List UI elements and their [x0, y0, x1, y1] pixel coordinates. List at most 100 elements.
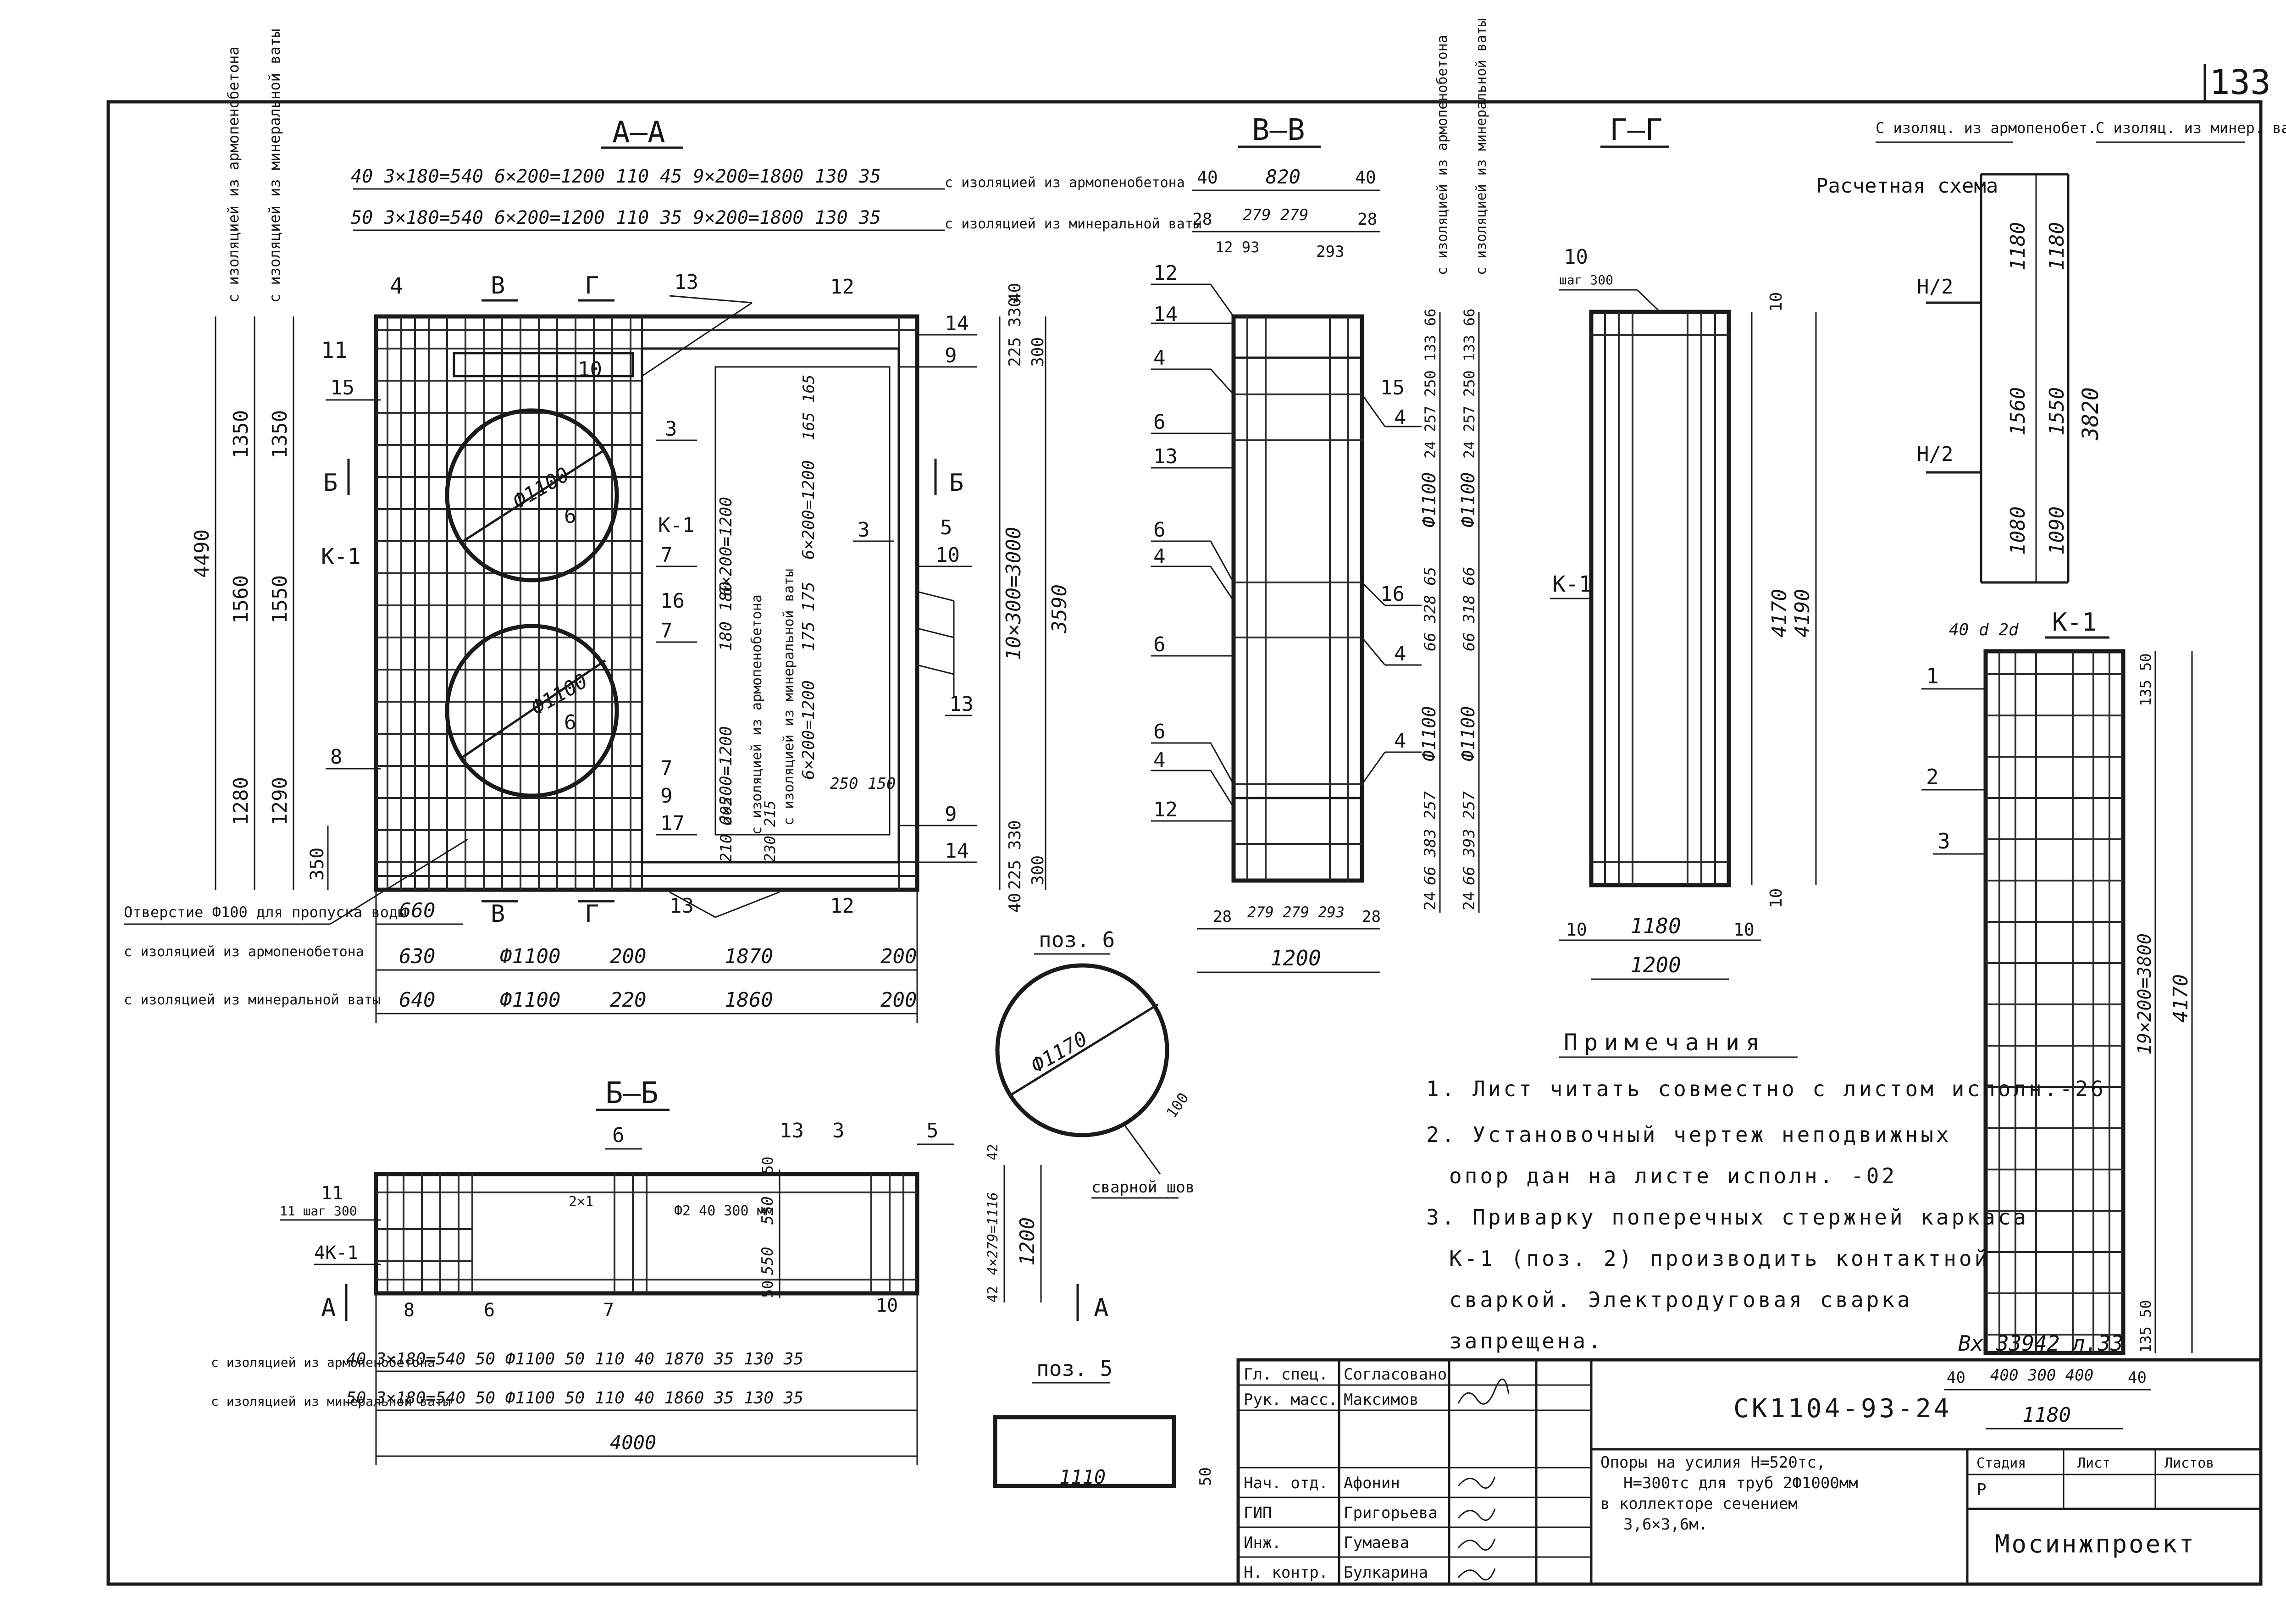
aa-bottom-row2-4: 200	[880, 988, 917, 1012]
aa-top-dim-row1: 40 3×180=540 6×200=1200 110 45 9×200=180…	[351, 166, 881, 187]
bb-int-50a: 50	[759, 1156, 776, 1174]
aa-pos-13-top: 13	[674, 271, 698, 294]
poz6-dia: Ф1170	[1027, 1027, 1091, 1077]
vv-right-dim-b2: Ф1100	[1458, 472, 1479, 527]
gg-rebars	[1591, 312, 1729, 885]
aa-bottom-insul-miner: с изоляцией из минеральной ваты	[124, 992, 381, 1008]
vv-right-dim-a1: 24 257 250 133 66	[1422, 308, 1439, 459]
bb-total: 4000	[610, 1431, 656, 1454]
tb-sheet-header: Лист	[2077, 1455, 2110, 1471]
vv-right-dim-a4: Ф1100	[1419, 706, 1440, 761]
aa-right-dim-300a: 300	[1029, 337, 1047, 367]
aa-pos-5: 5	[940, 516, 952, 539]
notes-title: Примечания	[1564, 1029, 1766, 1056]
aa-bottom-660: 660	[399, 899, 435, 922]
vv-top-12-93: 12 93	[1215, 238, 1259, 256]
section-bb-title: Б–Б	[605, 1076, 659, 1110]
scheme-load-2: Н/2	[1917, 443, 1953, 466]
tb-role-5: Н. контр.	[1244, 1563, 1328, 1582]
k1-top-dims: 40 d 2d	[1949, 621, 2019, 639]
bb-pos-7: 7	[603, 1300, 614, 1321]
scheme-v2-1: 1550	[2045, 387, 2069, 436]
aa-pos-3: 3	[665, 417, 677, 441]
aa-bottom-row2-1: Ф1100	[500, 988, 560, 1012]
aa-internal-9: 230 215	[761, 800, 779, 862]
tb-name-2: Афонин	[1344, 1474, 1400, 1492]
vv-pos-13: 13	[1153, 445, 1178, 468]
aa-pos-9-low: 9	[660, 784, 673, 808]
scheme-v1-0: 1180	[2006, 222, 2030, 271]
aa-plate-outline	[374, 314, 919, 892]
vv-pos-12a: 12	[1153, 261, 1178, 285]
poz5-h: 50	[1196, 1467, 1215, 1486]
tb-name-3: Григорьева	[1344, 1504, 1438, 1522]
aa-inner-insul-armo: с изоляцией из армопенобетона	[749, 594, 765, 835]
aa-internal-7: 6×200=1200	[799, 680, 818, 780]
gg-k1-marker: К-1	[1552, 571, 1592, 597]
aa-pos-14-right: 14	[945, 839, 969, 863]
vv-right-dim-a2: Ф1100	[1419, 472, 1440, 527]
aa-cut-b-left: Б	[323, 469, 338, 497]
gg-bottom-10b: 10	[1733, 920, 1755, 940]
gg-10-bottom: 10	[1767, 888, 1786, 908]
tb-role-1: Рук. масс.	[1244, 1391, 1338, 1409]
bb-int-4x279: 4×279=1116	[985, 1192, 1001, 1275]
k1-cage	[1983, 649, 2125, 1355]
aa-right-dim-225-330a: 225 330	[1006, 297, 1024, 367]
poz6-title: поз. 6	[1039, 927, 1115, 952]
tb-stage: Р	[1976, 1480, 1987, 1499]
bb-pos-8: 8	[404, 1300, 415, 1321]
aa-left-dim-4490: 4490	[190, 529, 214, 578]
aa-k1-marker: К-1	[321, 544, 361, 570]
aa-internal-3: 6×200=1200	[717, 726, 736, 826]
k1-bottom-mid: 400 300 400	[1990, 1366, 2093, 1385]
aa-cut-v: В	[491, 272, 505, 299]
aa-pos-8: 8	[330, 745, 343, 769]
gg-bottom-1180: 1180	[1630, 914, 1681, 938]
aa-bottom-row1-4: 200	[880, 945, 917, 968]
bb-row1: 40 3×180=540 50 Ф1100 50 110 40 1870 35 …	[346, 1350, 803, 1369]
aa-right-dim-10x300: 10×300=3000	[1002, 527, 1025, 660]
bb-int-550a: 550	[758, 1197, 777, 1225]
gg-10-top: 10	[1767, 292, 1786, 312]
aa-pos-10-right: 10	[935, 543, 960, 567]
section-vv-title: В–В	[1252, 113, 1305, 147]
poz5-len: 1110	[1059, 1466, 1106, 1488]
vv-bottom-28b: 28	[1362, 908, 1381, 926]
aa-inner-opening-frame	[641, 347, 900, 864]
aa-pos-11: 11	[321, 338, 348, 363]
vv-bottom-block	[1232, 797, 1363, 882]
vv-pos-4-r3: 4	[1394, 729, 1406, 753]
bb-pos-10: 10	[876, 1295, 898, 1316]
note-1: 1. Лист читать совместно с листом исполн…	[1426, 1076, 2106, 1101]
vv-pos-4c: 4	[1153, 748, 1166, 772]
aa-cut-b-right: Б	[949, 469, 963, 497]
k1-bottom-1180: 1180	[2022, 1403, 2071, 1427]
bb-int-550b: 550	[758, 1247, 777, 1275]
aa-pos-9-top: 9	[945, 344, 957, 367]
tb-role-4: Инж.	[1244, 1534, 1281, 1552]
vv-right-dim-a6: 24	[1421, 892, 1439, 910]
k1-right-1: 19×200=3800	[2134, 933, 2155, 1055]
aa-pos-13-right: 13	[949, 693, 974, 716]
k1-bottom-40b: 40	[2128, 1369, 2147, 1387]
bb-int-42b: 42	[985, 1286, 1001, 1303]
aa-bottom-row2-0: 640	[399, 988, 435, 1012]
scheme-v1-1: 1560	[2006, 387, 2030, 436]
vv-bottom-1200: 1200	[1270, 946, 1321, 970]
vv-pos-6b: 6	[1153, 518, 1166, 542]
aa-top-insul-armo: с изоляцией из армопенобетона	[945, 175, 1185, 191]
aa-right-dim-40b: 40	[1006, 893, 1024, 913]
aa-top-insul-miner: с изоляцией из минеральной ваты	[945, 216, 1201, 232]
section-aa-title: А–А	[612, 116, 665, 150]
vv-right-insul-armo: с изоляцией из армопенобетона	[1434, 35, 1450, 275]
aa-internal-6: 175 175	[799, 582, 818, 651]
vv-bottom-279: 279 279 293	[1247, 903, 1345, 921]
aa-right-dim-225-330b: 225 330	[1006, 820, 1024, 890]
vv-pos-4b: 4	[1153, 545, 1166, 568]
aa-pos-6-upper: 6	[564, 504, 576, 528]
k1-bottom-40a: 40	[1947, 1369, 1965, 1387]
gg-step: шаг 300	[1559, 272, 1613, 288]
tb-org: Мосинжпроект	[1995, 1530, 2196, 1558]
k1-right-3: 135 50	[2137, 1300, 2154, 1353]
